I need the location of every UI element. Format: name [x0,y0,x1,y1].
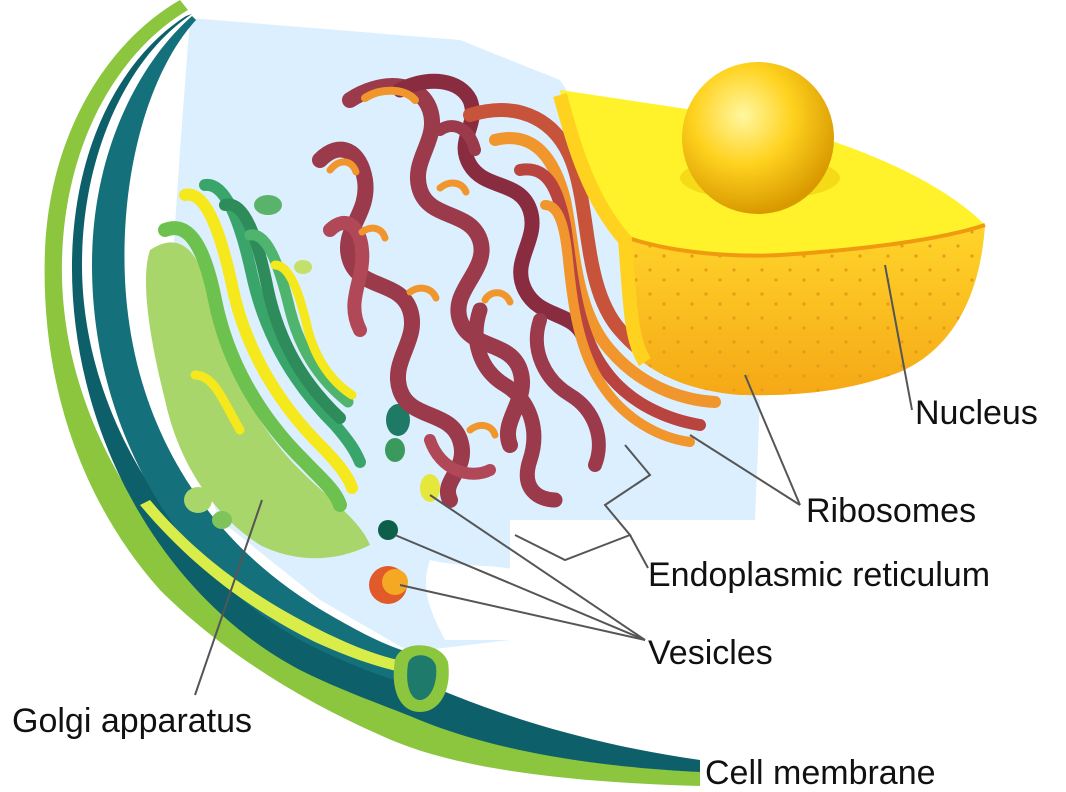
label-vesicles: Vesicles [648,636,773,670]
label-endoplasmic-reticulum: Endoplasmic reticulum [648,558,990,592]
nucleolus [682,62,834,214]
label-nucleus: Nucleus [915,396,1038,430]
label-ribosomes: Ribosomes [806,494,976,528]
label-golgi-apparatus: Golgi apparatus [12,704,252,738]
leader-line-er-2 [630,535,648,568]
label-cell-membrane: Cell membrane [705,756,936,790]
